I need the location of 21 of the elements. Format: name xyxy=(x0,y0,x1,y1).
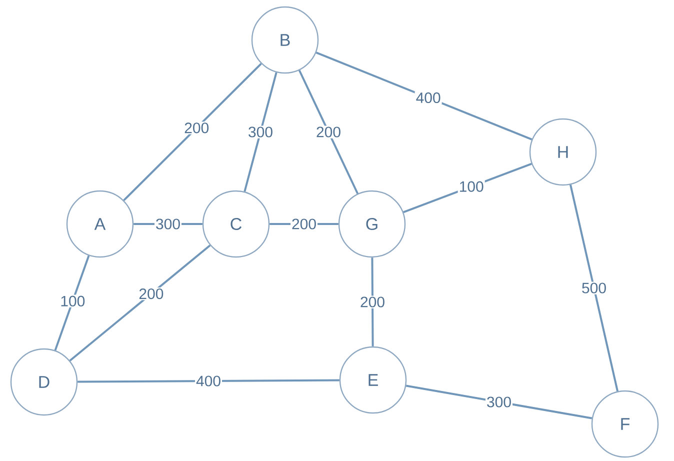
edge-label: 300 xyxy=(247,126,274,138)
edge-label: 200 xyxy=(183,122,210,134)
edge-label: 300 xyxy=(486,396,513,408)
edge-line xyxy=(298,70,359,194)
edge-line xyxy=(78,379,340,383)
edge-label: 400 xyxy=(195,374,222,388)
edge-label: 500 xyxy=(580,282,608,294)
edge-label: 200 xyxy=(315,126,342,138)
edge-label: 200 xyxy=(138,287,165,300)
edge-line xyxy=(123,62,262,202)
edge-label: 300 xyxy=(154,218,182,230)
edge-line xyxy=(570,184,619,392)
edge-line xyxy=(69,244,211,362)
edge-label: 200 xyxy=(290,218,318,230)
edge-line xyxy=(54,255,90,351)
edge-line xyxy=(244,72,278,192)
edge-label: 200 xyxy=(359,296,386,308)
edge-label: 100 xyxy=(59,294,86,308)
edge-label: 100 xyxy=(458,180,485,193)
edge-line xyxy=(316,52,532,140)
edge-label: 400 xyxy=(414,91,442,104)
